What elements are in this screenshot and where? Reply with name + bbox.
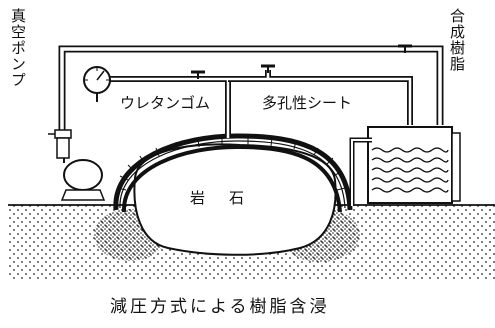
- figure-caption: 減圧方式による樹脂含浸: [110, 297, 330, 317]
- valve-middle: [261, 64, 275, 73]
- synthetic-resin-label: 合成樹脂: [448, 8, 466, 72]
- porous-sheet: [121, 144, 342, 213]
- vacuum-line: [58, 45, 444, 130]
- sheet-hatch: [117, 137, 346, 191]
- resin-tank: [367, 126, 461, 204]
- porous-sheet-label: 多孔性シート: [260, 92, 355, 113]
- valve-left: [191, 70, 205, 79]
- vacuum-pump: [48, 129, 106, 201]
- pressure-gauge: [83, 66, 111, 102]
- valve-top-right: [398, 44, 412, 53]
- rock-label: 岩石: [190, 189, 269, 207]
- urethane-rubber-membrane: [113, 133, 353, 211]
- rock: [133, 143, 337, 256]
- vacuum-line-inner: [60, 47, 442, 130]
- resin-feed-pipe-inner: [351, 139, 372, 206]
- vacuum-pump-label: 真空ポンプ: [9, 8, 27, 88]
- membrane-inner-line: [119, 140, 346, 209]
- urethane-rubber-label: ウレタンゴム: [118, 92, 213, 113]
